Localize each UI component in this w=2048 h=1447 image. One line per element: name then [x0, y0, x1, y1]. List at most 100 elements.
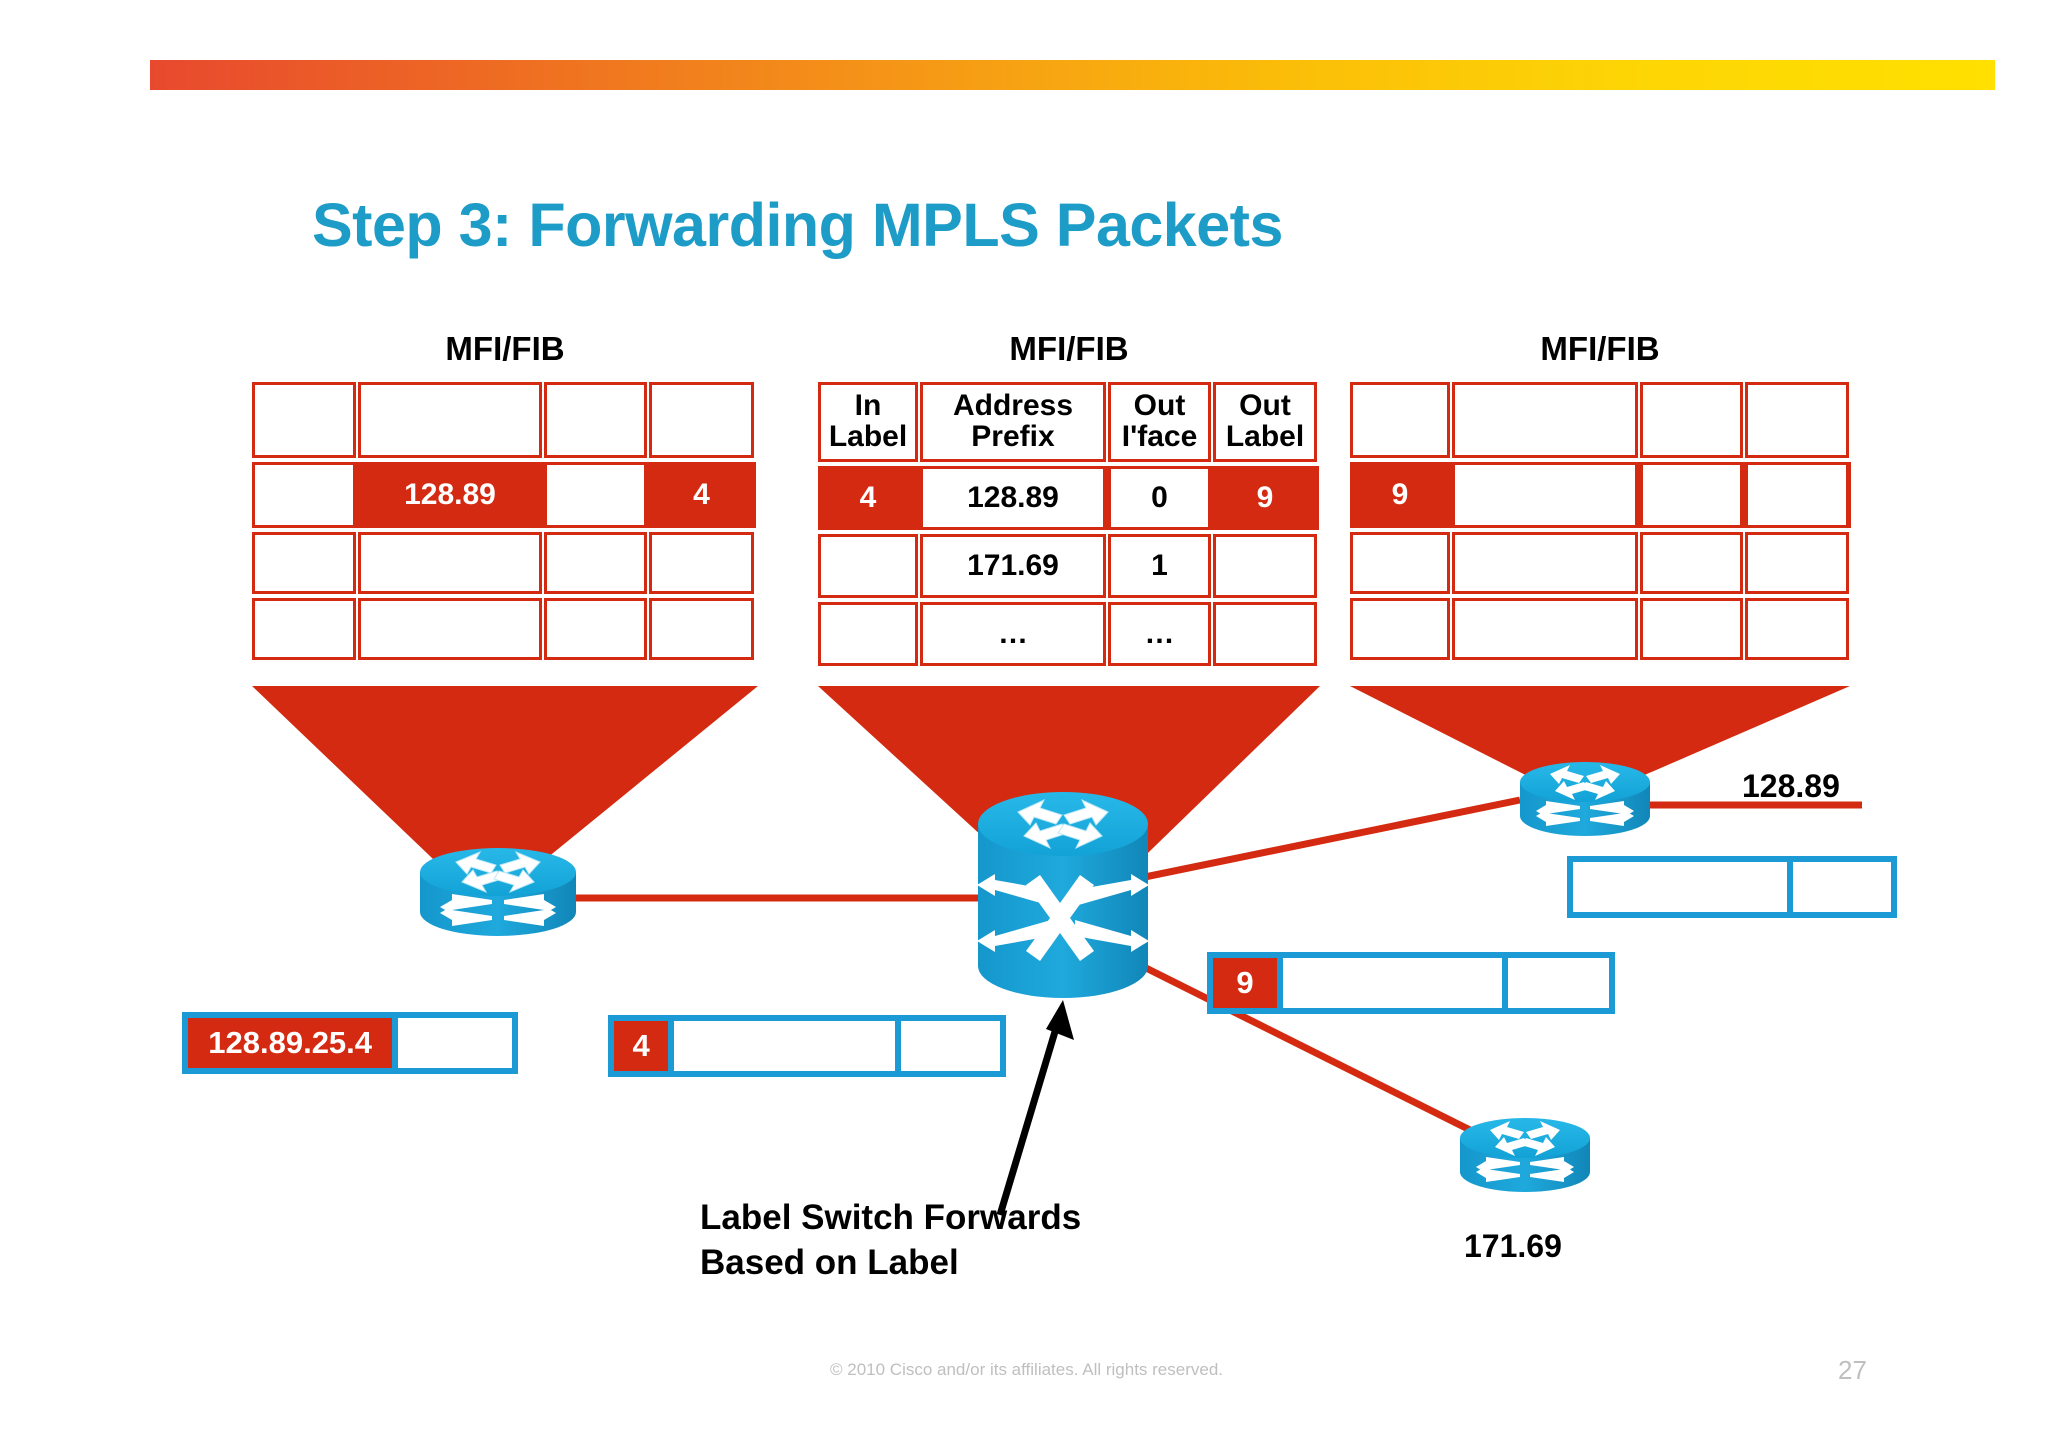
header-line: Label	[828, 420, 908, 453]
page-number: 27	[1838, 1355, 1867, 1385]
table-cell	[1640, 382, 1743, 458]
mfi-fib-table-left: 128.89 4	[252, 382, 756, 664]
table-row-highlighted: 128.89 4	[252, 462, 756, 528]
table-cell	[252, 382, 356, 458]
packet-field-address: 128.89.25.4	[188, 1018, 399, 1068]
packet-field-payload	[1508, 958, 1609, 1008]
table-caption-left: MFI/FIB	[445, 330, 565, 367]
table-cell-value: 4	[649, 462, 754, 528]
table-cell	[1350, 598, 1450, 660]
packet-field-payload	[1793, 862, 1891, 912]
table-row: 171.69 1	[818, 534, 1319, 598]
table-caption-center: MFI/FIB	[1009, 330, 1129, 367]
table-cell	[1452, 598, 1638, 660]
table-caption-right: MFI/FIB	[1540, 330, 1660, 367]
prefix-label-171-69: 171.69	[1464, 1228, 1562, 1264]
table-cell	[1640, 532, 1743, 594]
header-line: I'face	[1121, 420, 1198, 453]
header-line: Address	[952, 389, 1074, 423]
annotation-arrow-shaft	[996, 1013, 1064, 1217]
table-cell	[544, 532, 647, 594]
table-cell	[1745, 598, 1849, 660]
table-cell-value: 4	[818, 466, 918, 530]
table-row	[252, 598, 756, 660]
annotation-arrow-head	[1046, 1000, 1074, 1040]
annotation-line-2: Based on Label	[700, 1242, 959, 1282]
table-cell-value: …	[1108, 602, 1211, 666]
table-cell	[1452, 382, 1638, 458]
table-row	[1350, 532, 1851, 594]
annotation-text: Label Switch Forwards Based on Label	[700, 1196, 1260, 1286]
table-cell	[358, 532, 542, 594]
table-cell	[252, 598, 356, 660]
table-cell-value: 128.89	[358, 462, 542, 528]
table-cell-value: 9	[1350, 462, 1450, 528]
table-cell-value: …	[920, 602, 1106, 666]
table-cell	[1213, 534, 1317, 598]
table-cell	[544, 598, 647, 660]
table-row	[1350, 598, 1851, 660]
table-cell-value: 0	[1108, 466, 1211, 530]
table-cell	[818, 534, 918, 598]
annotation-line-1: Label Switch Forwards	[700, 1198, 1082, 1237]
table-cell	[1213, 602, 1317, 666]
table-cell	[358, 598, 542, 660]
brand-gradient-bar	[150, 60, 1995, 90]
table-row	[252, 382, 756, 458]
packet-labeled-in: 4	[608, 1015, 1006, 1077]
packet-field-header	[674, 1021, 902, 1071]
link-center-to-topright	[1139, 796, 1521, 882]
table-cell	[1745, 462, 1849, 528]
label-switch-center-icon	[977, 792, 1149, 998]
funnel-center	[818, 686, 1320, 880]
table-cell	[818, 602, 918, 666]
funnel-left	[252, 686, 758, 880]
prefix-label-128-89: 128.89	[1742, 768, 1840, 804]
edge-router-top-right-icon	[1520, 762, 1650, 836]
table-cell	[1452, 462, 1638, 528]
table-cell	[1350, 382, 1450, 458]
header-line: Prefix	[971, 420, 1055, 453]
table-cell	[1640, 462, 1743, 528]
packet-field-header	[1283, 958, 1509, 1008]
header-line: In	[854, 389, 882, 423]
table-cell	[544, 462, 647, 528]
header-line: Out	[1239, 389, 1291, 423]
edge-router-left-icon	[420, 848, 576, 936]
table-cell-value: 171.69	[920, 534, 1106, 598]
table-cell	[1350, 532, 1450, 594]
packet-field-label: 9	[1213, 958, 1283, 1008]
table-cell	[649, 382, 754, 458]
edge-router-bottom-right-icon	[1460, 1118, 1590, 1192]
page-title: Step 3: Forwarding MPLS Packets	[312, 191, 1283, 259]
table-row-highlighted: 9	[1350, 462, 1851, 528]
table-cell	[649, 532, 754, 594]
header-line: Out	[1133, 389, 1186, 423]
table-cell	[1640, 598, 1743, 660]
table-cell	[1745, 382, 1849, 458]
packet-field-header	[1573, 862, 1793, 912]
packet-field-payload	[398, 1018, 512, 1068]
table-cell	[252, 532, 356, 594]
table-cell-value: 9	[1213, 466, 1317, 530]
mfi-fib-table-right: 9	[1350, 382, 1851, 664]
table-cell	[544, 382, 647, 458]
table-cell-value: 1	[1108, 534, 1211, 598]
packet-labeled-out: 9	[1207, 952, 1615, 1014]
table-row-highlighted: 4 128.89 0 9	[818, 466, 1319, 530]
table-row: … …	[818, 602, 1319, 666]
copyright-footer: © 2010 Cisco and/or its affiliates. All …	[830, 1360, 1224, 1379]
table-cell	[1452, 532, 1638, 594]
packet-ip-right	[1567, 856, 1897, 918]
table-cell	[358, 382, 542, 458]
table-row	[252, 532, 756, 594]
packet-ip-left: 128.89.25.4	[182, 1012, 518, 1074]
table-cell	[252, 462, 356, 528]
table-cell-value: 128.89	[920, 466, 1106, 530]
